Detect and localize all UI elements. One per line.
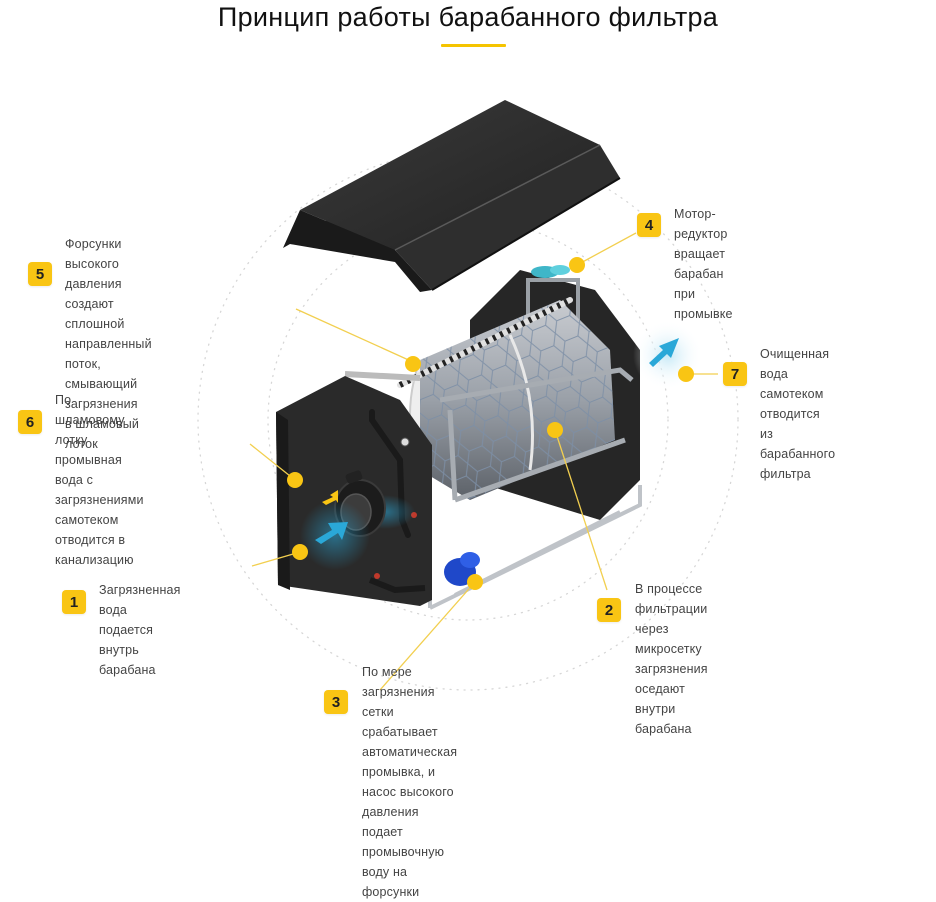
step-text-6: По шламовому лотку промывная вода с загр…: [55, 393, 144, 567]
marker-1: [292, 544, 308, 560]
step-badge-2: 2: [597, 598, 621, 622]
marker-7: [678, 366, 694, 382]
connector-lines: [249, 232, 718, 691]
inlet-water-arrow: [315, 522, 348, 544]
spray-bar: [344, 297, 573, 388]
marker-3: [467, 574, 483, 590]
step-text-4: Мотор-редуктор вращает барабан при промы…: [674, 207, 733, 321]
step-text-3: По мере загрязнения сетки срабатывает ав…: [362, 665, 458, 899]
sludge-arrow: [322, 490, 338, 505]
step-badge-1: 1: [62, 590, 86, 614]
marker-4: [569, 257, 585, 273]
callout-markers: [287, 257, 694, 590]
step-badge-6: 6: [18, 410, 42, 434]
front-frame: [439, 367, 634, 503]
step-text-1: Загрязненная вода подается внутрь бараба…: [99, 583, 181, 677]
outlet-water-arrow: [649, 338, 679, 367]
drum-filter-illustration: [197, 100, 739, 691]
step-badge-4: 4: [637, 213, 661, 237]
step-badge-7: 7: [723, 362, 747, 386]
page-title: Принцип работы барабанного фильтра: [217, 2, 719, 32]
step-text-2: В процессе фильтрации через микросетку з…: [635, 582, 708, 736]
step-text-5: Форсунки высокого давления создают сплош…: [65, 237, 152, 451]
step-text-7: Очищенная вода самотеком отводится из ба…: [760, 347, 836, 481]
marker-6: [287, 472, 303, 488]
title-underline: [441, 44, 506, 47]
cover-lid: [283, 100, 621, 292]
step-badge-3: 3: [324, 690, 348, 714]
marker-5: [405, 356, 421, 372]
step-badge-5: 5: [28, 262, 52, 286]
motor-reducer: [531, 265, 570, 278]
dotted-circles: [197, 149, 739, 691]
marker-2: [547, 422, 563, 438]
